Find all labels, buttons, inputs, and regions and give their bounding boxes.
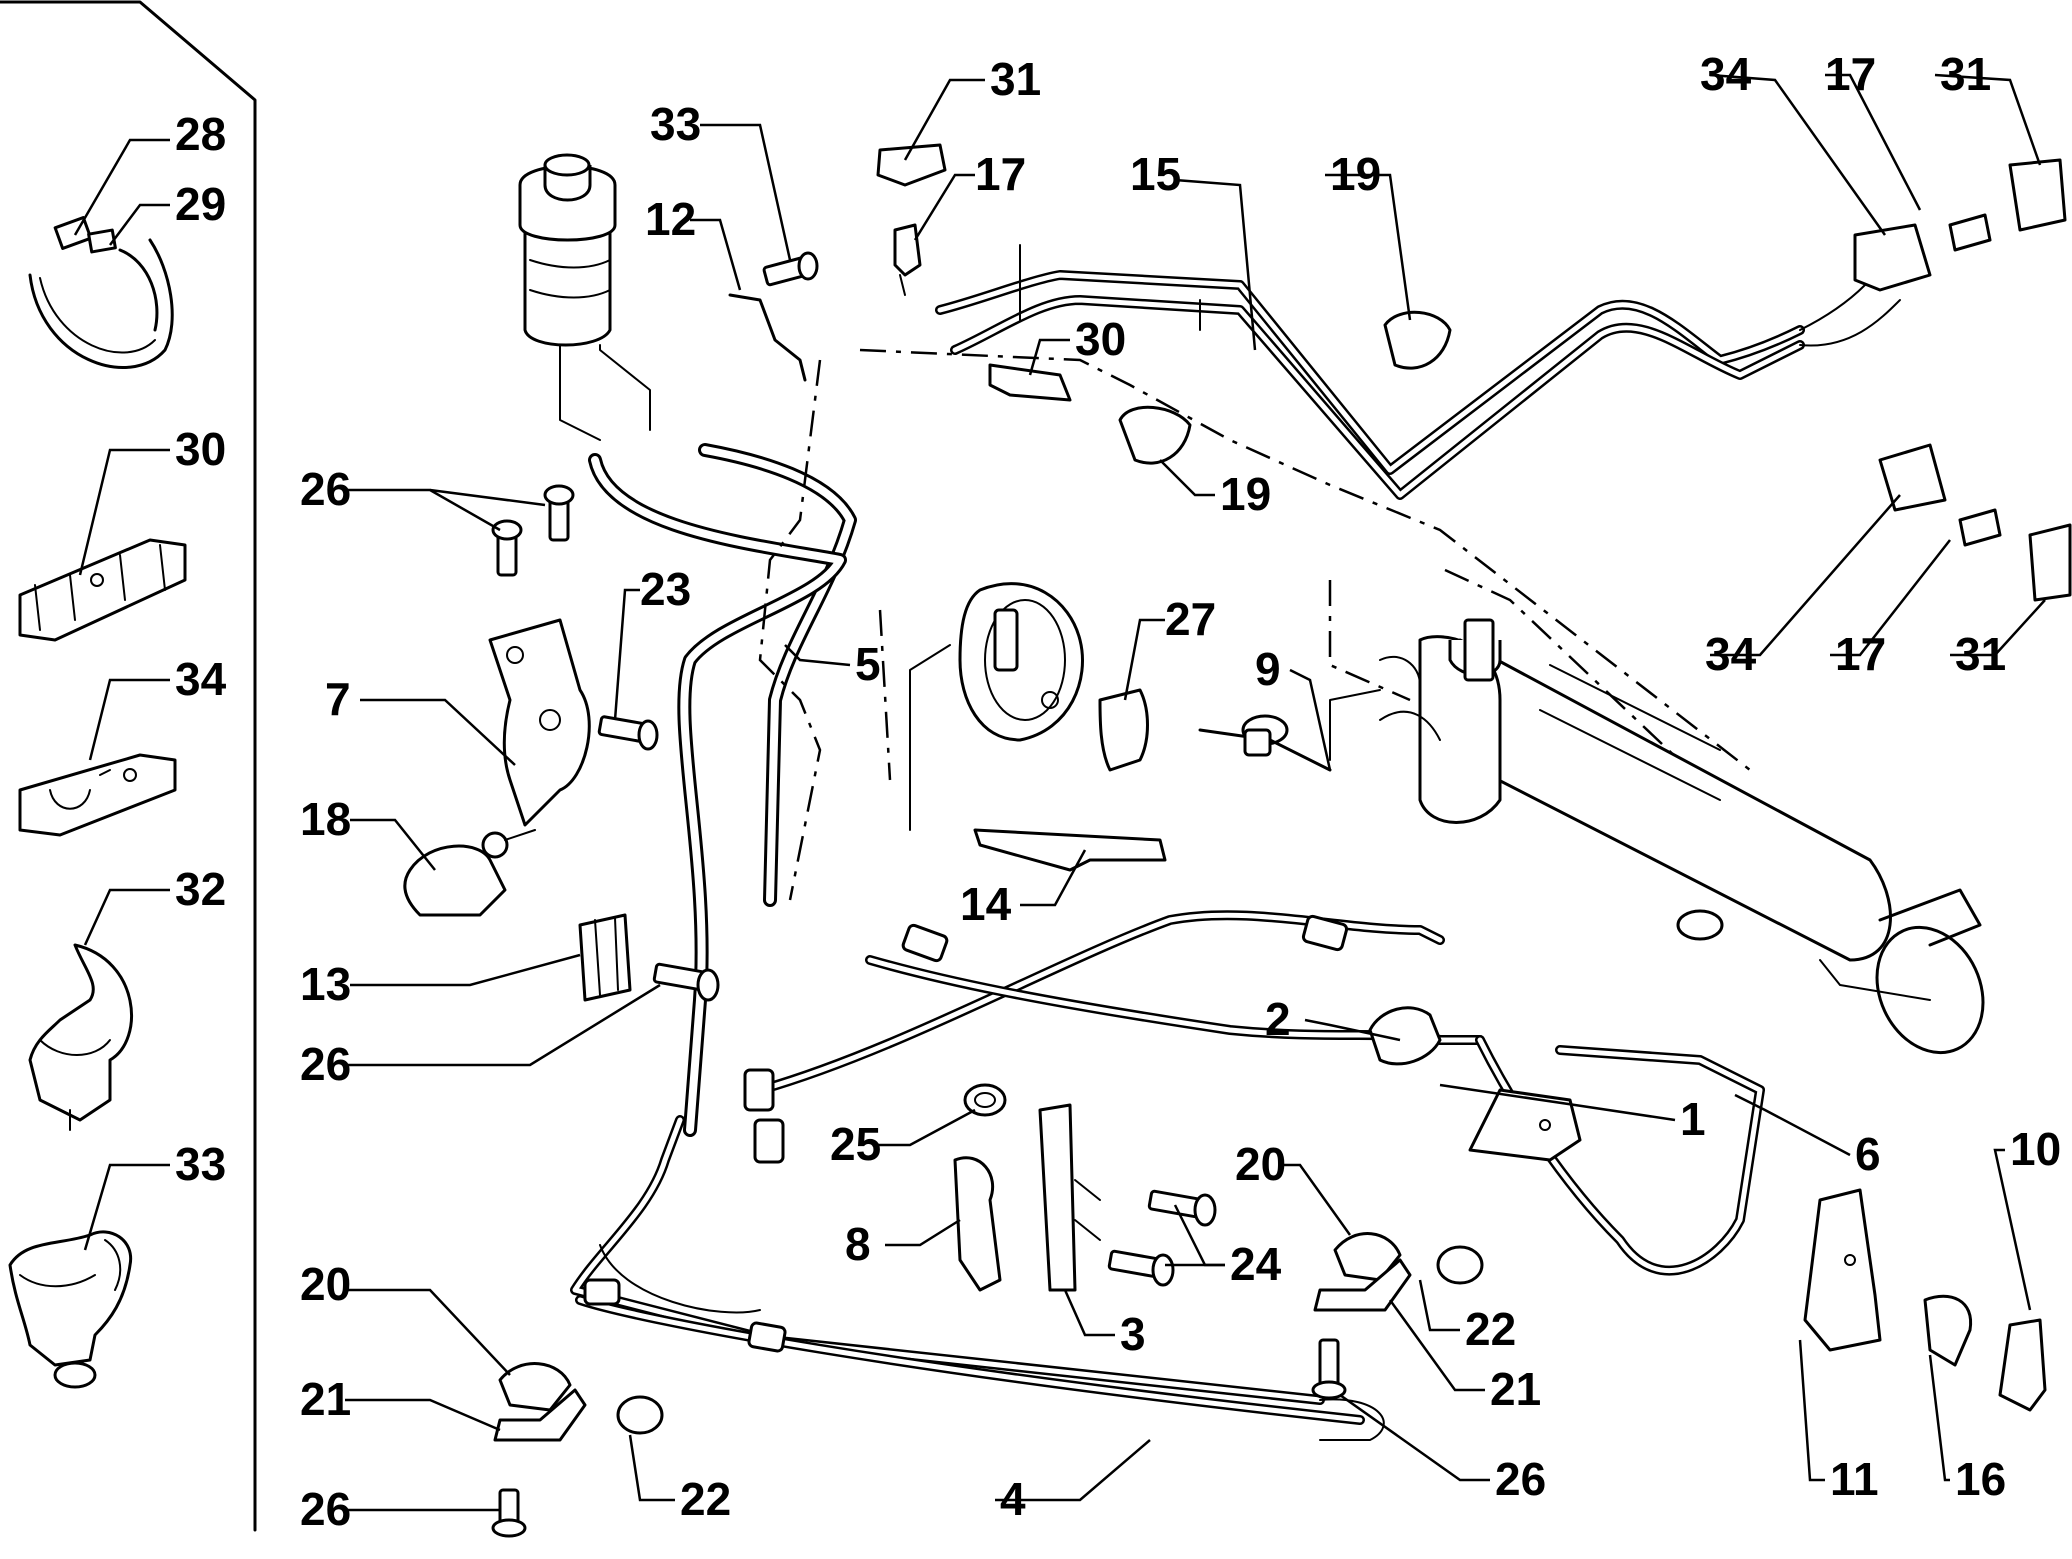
union-9 bbox=[1198, 728, 1332, 772]
callout-28: 28 bbox=[175, 108, 226, 160]
bolt-24-b bbox=[1107, 1249, 1175, 1287]
callout-3: 3 bbox=[1120, 1308, 1146, 1360]
clamp-assembly-left bbox=[491, 1362, 664, 1538]
sensor-34-17-31-bottom bbox=[1878, 443, 2072, 602]
bolt-24-a bbox=[1147, 1189, 1217, 1227]
callout-34-legend: 34 bbox=[175, 653, 227, 705]
clip-34-legend bbox=[18, 753, 177, 837]
bracket-14 bbox=[973, 828, 1167, 872]
callout-6: 6 bbox=[1855, 1128, 1881, 1180]
callout-9: 9 bbox=[1255, 643, 1281, 695]
callout-31-top: 31 bbox=[990, 53, 1041, 105]
callout-18: 18 bbox=[300, 793, 351, 845]
fuel-pressure-switch-18 bbox=[403, 829, 536, 917]
bolt-26-b bbox=[543, 484, 575, 542]
clip-27 bbox=[1098, 688, 1149, 772]
clip-33-legend bbox=[8, 1230, 133, 1389]
sensor-34-17-31-top bbox=[1853, 158, 2067, 292]
grommet-25 bbox=[963, 1083, 1007, 1117]
callout-24: 24 bbox=[1230, 1238, 1282, 1290]
clamp-assembly-right bbox=[1311, 1232, 1484, 1400]
callout-12: 12 bbox=[645, 193, 696, 245]
bracket-8-3 bbox=[953, 1103, 1101, 1292]
callout-30-top: 30 bbox=[1075, 313, 1126, 365]
callout-14: 14 bbox=[960, 878, 1012, 930]
callout-20-right: 20 bbox=[1235, 1138, 1286, 1190]
bolt-26-c bbox=[652, 962, 720, 1002]
hose-clamp-28-29 bbox=[28, 216, 174, 369]
callout-33-top: 33 bbox=[650, 98, 701, 150]
clip-31-top bbox=[876, 143, 947, 187]
steering-rack bbox=[1241, 618, 1985, 1055]
legend-divider bbox=[0, 0, 257, 1532]
callout-10: 10 bbox=[2010, 1123, 2061, 1175]
callout-16: 16 bbox=[1955, 1453, 2006, 1505]
callout-33-legend: 33 bbox=[175, 1138, 226, 1190]
callout-11: 11 bbox=[1830, 1453, 1879, 1505]
switch-17-top bbox=[893, 223, 922, 296]
callout-26-middle: 26 bbox=[300, 1038, 351, 1090]
clamp-13 bbox=[578, 913, 632, 1002]
return-hose-5 bbox=[698, 443, 857, 907]
callout-23: 23 bbox=[640, 563, 691, 615]
callout-19-middle: 19 bbox=[1220, 468, 1271, 520]
callout-21-right: 21 bbox=[1490, 1363, 1541, 1415]
bolt-33 bbox=[762, 251, 819, 287]
clip-30-top bbox=[988, 363, 1072, 402]
bracket-7 bbox=[488, 618, 591, 827]
clip-16 bbox=[1923, 1294, 1973, 1367]
callout-17-top: 17 bbox=[975, 148, 1026, 200]
callout-7: 7 bbox=[325, 673, 351, 725]
supply-hose bbox=[588, 453, 847, 1137]
clip-2-bracket-1 bbox=[1368, 1006, 1582, 1162]
leader-lines bbox=[73, 73, 2046, 1512]
bolt-26-a bbox=[491, 519, 523, 577]
callout-22-left: 22 bbox=[680, 1473, 731, 1525]
brake-lines-15 bbox=[935, 239, 1901, 500]
assembly-centerlines bbox=[758, 348, 1751, 901]
fluid-reservoir bbox=[518, 153, 651, 441]
line-fitting-12 bbox=[728, 293, 807, 382]
clip-19-top bbox=[1383, 310, 1452, 370]
callout-8: 8 bbox=[845, 1218, 871, 1270]
callout-29: 29 bbox=[175, 178, 226, 230]
pressure-line-4 bbox=[570, 1115, 1385, 1441]
clip-32-legend bbox=[28, 943, 133, 1131]
callout-32: 32 bbox=[175, 863, 226, 915]
callout-13: 13 bbox=[300, 958, 351, 1010]
callout-labels: 1 2 3 4 5 6 7 8 9 10 11 12 13 14 15 16 1… bbox=[175, 48, 2061, 1535]
fittings bbox=[583, 914, 1349, 1353]
callout-34-upper-right: 34 bbox=[1700, 48, 1752, 100]
callout-2: 2 bbox=[1265, 993, 1291, 1045]
callout-26-lower-right: 26 bbox=[1495, 1453, 1546, 1505]
callout-15: 15 bbox=[1130, 148, 1181, 200]
callout-30-legend: 30 bbox=[175, 423, 226, 475]
callout-1: 1 bbox=[1680, 1093, 1706, 1145]
clip-19-middle bbox=[1118, 405, 1192, 465]
callout-27: 27 bbox=[1165, 593, 1216, 645]
callout-25: 25 bbox=[830, 1118, 881, 1170]
return-line-6 bbox=[755, 910, 1765, 1276]
clip-10 bbox=[1998, 1318, 2047, 1412]
callout-31-upper-right: 31 bbox=[1940, 48, 1991, 100]
callout-21-left: 21 bbox=[300, 1373, 351, 1425]
callout-22-right: 22 bbox=[1465, 1303, 1516, 1355]
power-steering-pump bbox=[958, 582, 1084, 742]
callout-5: 5 bbox=[855, 638, 881, 690]
bracket-11 bbox=[1803, 1188, 1882, 1352]
clip-30-legend bbox=[18, 538, 187, 642]
bolt-23 bbox=[597, 715, 659, 751]
callout-26-upper: 26 bbox=[300, 463, 351, 515]
callout-20-left: 20 bbox=[300, 1258, 351, 1310]
callout-26-lower-left: 26 bbox=[300, 1483, 351, 1535]
bolts bbox=[491, 251, 1217, 1287]
